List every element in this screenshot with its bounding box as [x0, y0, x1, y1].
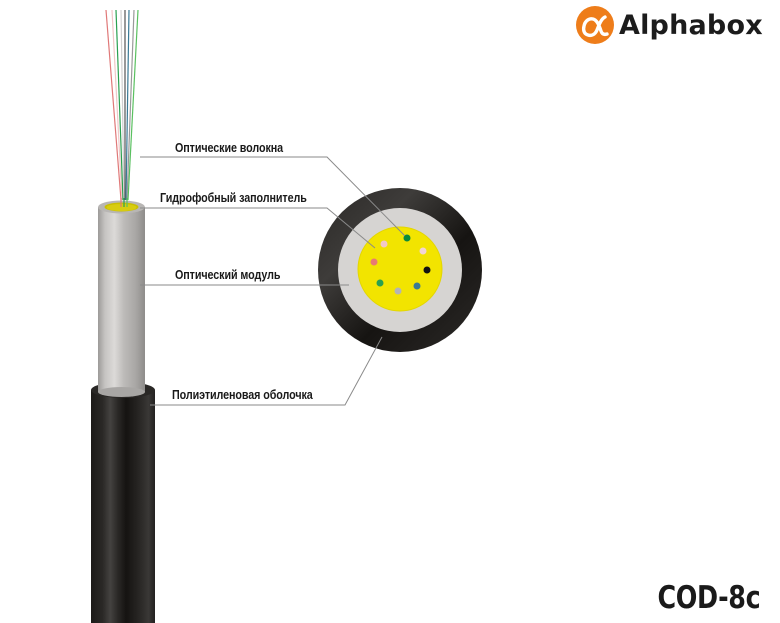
cable-module-tube: [98, 200, 145, 397]
product-model: COD-8c: [657, 580, 760, 616]
label-hydrophobic-filler: Гидрофобный заполнитель: [160, 191, 307, 205]
label-optical-fibers: Оптические волокна: [175, 141, 284, 155]
brand-name: Alphabox: [619, 9, 763, 41]
fiber-strands: [105, 9, 139, 201]
leader-lines: [140, 156, 406, 406]
cable-sheath: [91, 382, 155, 623]
leader-line-filler: [140, 207, 376, 249]
cross-section: [318, 188, 482, 352]
brand-logo: Alphabox: [575, 4, 763, 46]
cross-section-fibers: [370, 234, 431, 295]
label-polyethylene-sheath: Полиэтиленовая оболочка: [172, 388, 313, 402]
label-optical-module: Оптический модуль: [175, 268, 281, 282]
leader-line-sheath: [150, 336, 383, 406]
cross-section-filler: [357, 226, 443, 312]
alpha-logo-icon: [576, 6, 614, 44]
leader-line-fibers: [140, 156, 406, 237]
